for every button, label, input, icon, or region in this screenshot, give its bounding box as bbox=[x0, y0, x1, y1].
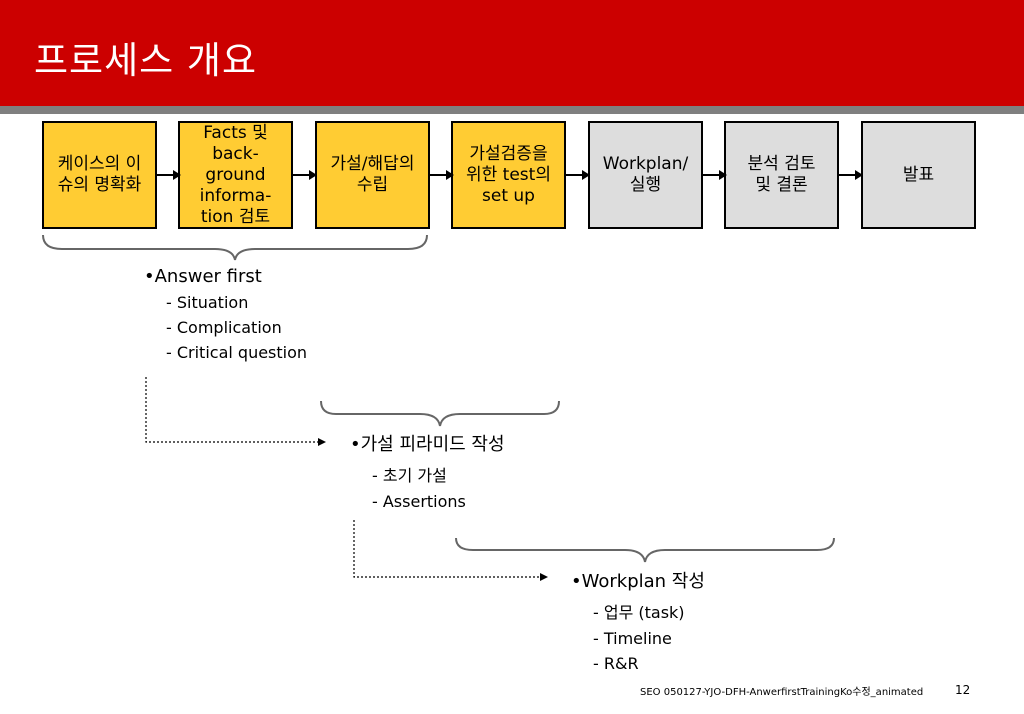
arrow-right-icon bbox=[703, 170, 727, 180]
brace bbox=[42, 234, 428, 261]
process-step-label: 분석 검토 및 결론 bbox=[747, 154, 816, 195]
arrow-right-icon bbox=[293, 170, 317, 180]
bullet-group-answer-first: •Answer first - Situation - Complication… bbox=[144, 266, 307, 362]
footer-text: SEO 050127-YJO-DFH-AnwerfirstTrainingKo수… bbox=[640, 687, 924, 698]
bullet-item: - Situation bbox=[166, 293, 249, 312]
bullet-group-workplan: •Workplan 작성 - 업무 (task) - Timeline - R&… bbox=[571, 567, 705, 673]
bullet-group-hypothesis-pyramid: •가설 피라미드 작성 - 초기 가설 - Assertions bbox=[350, 430, 505, 511]
dotted-connector bbox=[145, 377, 326, 446]
bullet-item: - 초기 가설 bbox=[372, 466, 447, 485]
process-step-3: 가설/해답의 수립 bbox=[315, 121, 430, 229]
bullet-item: - 업무 (task) bbox=[593, 603, 685, 622]
process-step-7: 발표 bbox=[861, 121, 976, 229]
bullet-heading: •Answer first bbox=[144, 266, 262, 287]
bullet-heading: •Workplan 작성 bbox=[571, 571, 705, 592]
process-step-label: 케이스의 이슈의 명확화 bbox=[57, 154, 142, 195]
page-number: 12 bbox=[955, 683, 971, 697]
process-step-5: Workplan/ 실행 bbox=[588, 121, 703, 229]
bullet-item: - Timeline bbox=[593, 629, 672, 648]
process-step-4: 가설검증을 위한 test의 set up bbox=[451, 121, 566, 229]
process-step-label: Facts 및 back-ground informa-tion 검토 bbox=[199, 122, 272, 227]
slide-title: 프로세스 개요 bbox=[34, 39, 258, 82]
process-step-label: 가설/해답의 수립 bbox=[330, 154, 415, 195]
brace bbox=[320, 400, 560, 427]
process-step-label: Workplan/ 실행 bbox=[602, 154, 689, 195]
arrow-right-icon bbox=[566, 170, 590, 180]
bullet-item: - Critical question bbox=[166, 343, 308, 362]
process-step-2: Facts 및 back-ground informa-tion 검토 bbox=[178, 121, 293, 229]
title-bar bbox=[0, 0, 1024, 106]
bullet-item: - R&R bbox=[593, 654, 639, 673]
process-step-1: 케이스의 이슈의 명확화 bbox=[42, 121, 157, 229]
dotted-connector bbox=[353, 520, 548, 581]
bullet-heading: •가설 피라미드 작성 bbox=[350, 434, 505, 455]
arrow-right-icon bbox=[157, 170, 181, 180]
title-rule bbox=[0, 106, 1024, 114]
bullet-item: - Complication bbox=[166, 318, 282, 337]
arrow-right-icon bbox=[430, 170, 454, 180]
brace bbox=[455, 537, 835, 563]
process-step-label: 가설검증을 위한 test의 set up bbox=[466, 143, 551, 206]
bullet-item: - Assertions bbox=[372, 492, 466, 511]
process-step-label: 발표 bbox=[902, 164, 935, 185]
process-step-6: 분석 검토 및 결론 bbox=[724, 121, 839, 229]
arrow-right-icon bbox=[839, 170, 863, 180]
